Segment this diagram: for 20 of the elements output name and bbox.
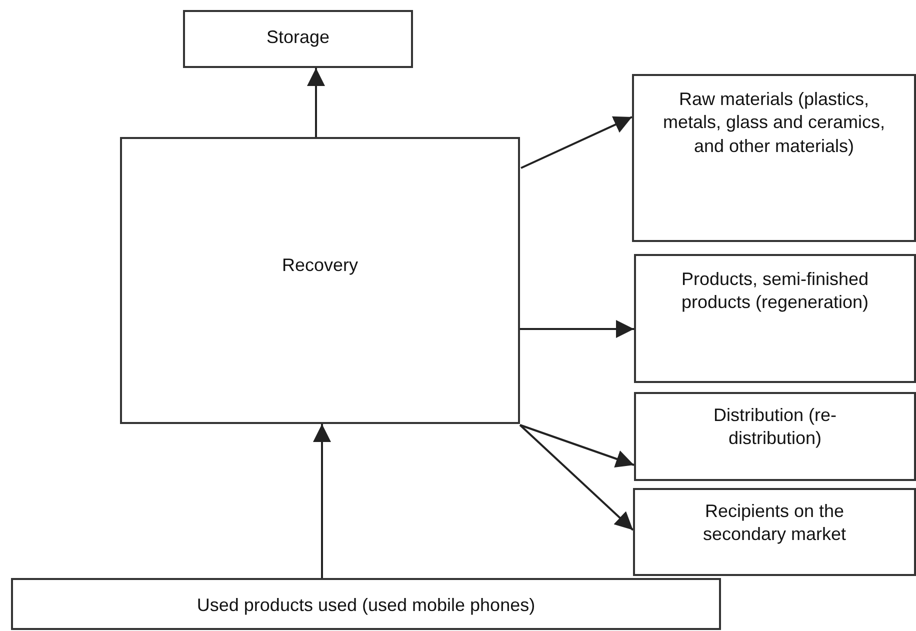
arrow: [520, 116, 632, 169]
process-box: [632, 74, 916, 242]
process-box: [11, 578, 721, 630]
arrow: [520, 320, 634, 338]
process-box: [183, 10, 413, 68]
box-label: Storage: [265, 26, 331, 49]
box-label: Recipients on the secondary market: [702, 500, 848, 546]
process-box: [633, 488, 916, 576]
arrow: [519, 424, 634, 531]
box-label: Recovery: [280, 254, 360, 277]
box-label: Used products used (used mobile phones): [196, 594, 536, 617]
process-box: [634, 392, 916, 481]
box-label: Products, semi-finished products (regeneration): [680, 268, 870, 314]
arrow: [313, 424, 331, 578]
process-box: [120, 137, 520, 424]
box-label: Raw materials (plastics, metals, glass and ceramics, and other materials): [662, 88, 886, 158]
process-box: [634, 254, 916, 383]
arrow: [307, 68, 325, 137]
box-label: Distribution (re-distribution): [712, 404, 838, 450]
arrow: [520, 424, 634, 468]
